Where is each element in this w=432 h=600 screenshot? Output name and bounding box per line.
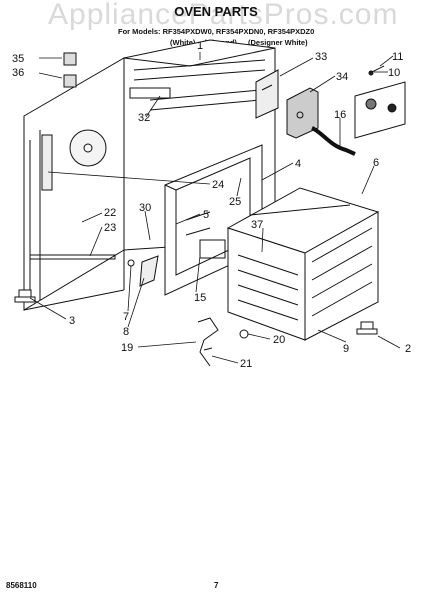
callout-3: 3 bbox=[69, 315, 75, 327]
callout-2: 2 bbox=[405, 343, 411, 355]
callout-24: 24 bbox=[212, 179, 224, 191]
page-number: 7 bbox=[214, 581, 219, 590]
model-list: For Models: RF354PXDW0, RF354PXDN0, RF35… bbox=[118, 27, 315, 36]
callout-7: 7 bbox=[123, 311, 129, 323]
watermark-text: AppliancePartsPros.com bbox=[48, 0, 399, 31]
callout-8: 8 bbox=[123, 326, 129, 338]
callout-22: 22 bbox=[104, 207, 116, 219]
page-title: OVEN PARTS bbox=[174, 4, 258, 19]
callout-labels: 1 2 3 4 5 6 7 8 9 10 11 15 16 19 20 21 2… bbox=[12, 40, 411, 370]
callout-4: 4 bbox=[295, 158, 301, 170]
color-label-white: (White) bbox=[170, 38, 196, 47]
callout-15: 15 bbox=[194, 292, 206, 304]
callout-30: 30 bbox=[139, 202, 151, 214]
callout-11: 11 bbox=[392, 51, 403, 63]
callout-33: 33 bbox=[315, 51, 327, 63]
callout-5: 5 bbox=[203, 209, 209, 221]
document-code: 8568110 bbox=[6, 581, 37, 590]
callout-34: 34 bbox=[336, 71, 348, 83]
callout-20: 20 bbox=[273, 334, 285, 346]
bracket-34 bbox=[286, 87, 319, 139]
control-plate bbox=[354, 81, 406, 139]
clip-parts bbox=[63, 52, 77, 88]
callout-16: 16 bbox=[334, 109, 346, 121]
callout-6: 6 bbox=[373, 157, 379, 169]
rear-bracket-33 bbox=[255, 69, 279, 119]
callout-36: 36 bbox=[12, 67, 24, 79]
callout-21: 21 bbox=[240, 358, 252, 370]
callout-23: 23 bbox=[104, 222, 116, 234]
color-label-designer-white: (Designer White) bbox=[248, 38, 308, 47]
callout-1: 1 bbox=[197, 40, 203, 52]
screw-parts bbox=[368, 65, 385, 76]
callout-35: 35 bbox=[12, 53, 24, 65]
callout-25: 25 bbox=[229, 196, 241, 208]
leader-lines bbox=[29, 52, 401, 364]
bracket-parts-7-8 bbox=[127, 255, 159, 287]
flexible-hose bbox=[311, 126, 356, 156]
leveling-legs bbox=[14, 289, 378, 335]
callout-19: 19 bbox=[121, 342, 133, 354]
oven-cavity-rack bbox=[226, 187, 380, 341]
callout-10: 10 bbox=[388, 67, 400, 79]
callout-37: 37 bbox=[251, 219, 263, 231]
callout-9: 9 bbox=[343, 343, 349, 355]
frame-top-rail bbox=[123, 39, 276, 111]
callout-32: 32 bbox=[138, 112, 150, 124]
